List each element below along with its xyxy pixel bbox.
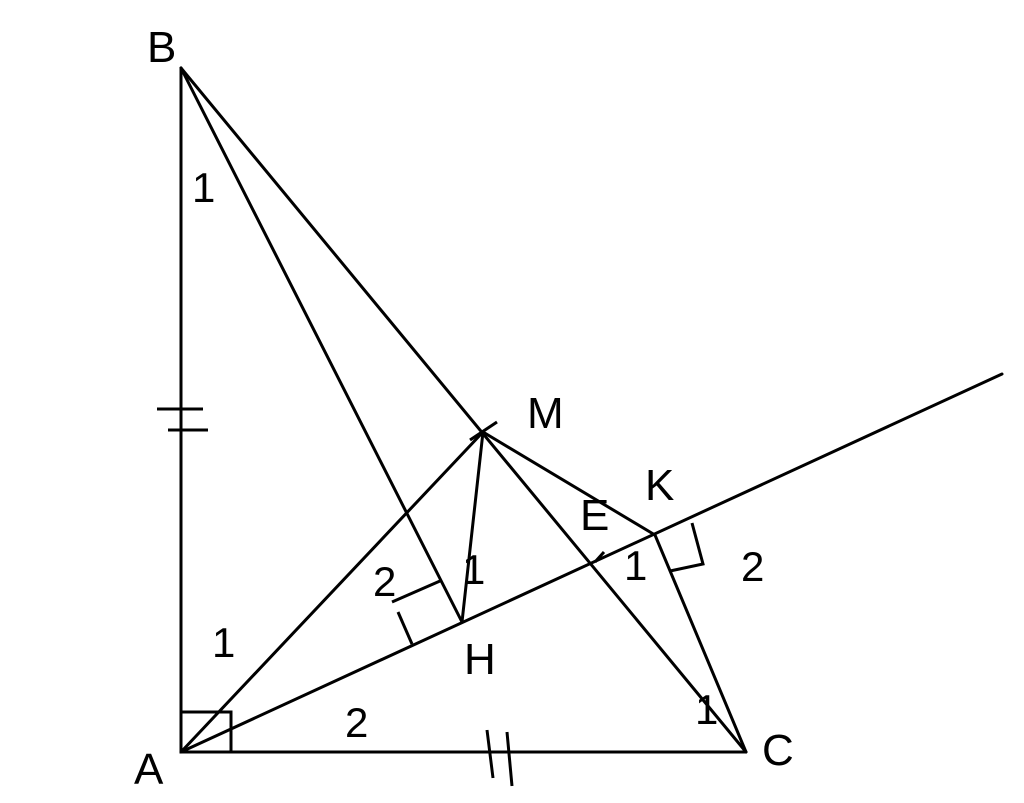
segment-MK — [481, 430, 657, 537]
segment-AM — [179, 430, 485, 754]
label-E: E — [580, 491, 609, 540]
label-C: C — [762, 726, 794, 775]
angle-label-A1: 1 — [212, 619, 235, 666]
right-angle-mark-H-b — [391, 579, 441, 604]
ray-AK — [179, 372, 1004, 754]
label-M: M — [527, 389, 564, 438]
right-angle-mark-H-a — [396, 611, 414, 645]
tick-AC-1 — [485, 729, 495, 779]
angle-label-H1: 1 — [462, 546, 485, 593]
label-K: K — [645, 461, 674, 510]
tick-AC-2 — [505, 731, 514, 787]
angle-label-A2: 2 — [345, 699, 368, 746]
segment-BH — [179, 66, 464, 624]
label-A: A — [134, 745, 164, 794]
right-angle-mark-K — [669, 522, 705, 573]
segment-MH — [460, 430, 485, 624]
angle-label-B1: 1 — [192, 164, 215, 211]
label-H: H — [464, 635, 496, 684]
tick-E — [593, 550, 606, 564]
segment-BC — [179, 66, 748, 754]
angle-label-C1: 1 — [695, 686, 718, 733]
angle-label-E1: 1 — [624, 542, 647, 589]
angle-label-K2: 2 — [741, 543, 764, 590]
right-angle-mark-A — [179, 710, 233, 754]
tick-M — [469, 420, 498, 442]
angle-label-H2: 2 — [373, 558, 396, 605]
label-B: B — [147, 23, 176, 72]
